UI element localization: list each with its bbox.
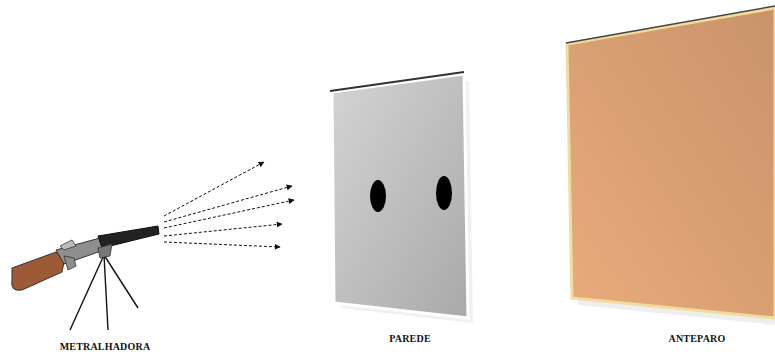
wall [330, 72, 473, 323]
tripod [70, 255, 138, 330]
bullet-paths [164, 162, 294, 247]
part-label: ANTEPARO [669, 333, 726, 344]
part-label: PAREDE [389, 333, 431, 344]
screen [566, 6, 775, 325]
slit [436, 176, 452, 210]
part-label: METRALHADORA [60, 341, 151, 352]
machine-gun [12, 226, 159, 290]
slit [370, 180, 386, 212]
